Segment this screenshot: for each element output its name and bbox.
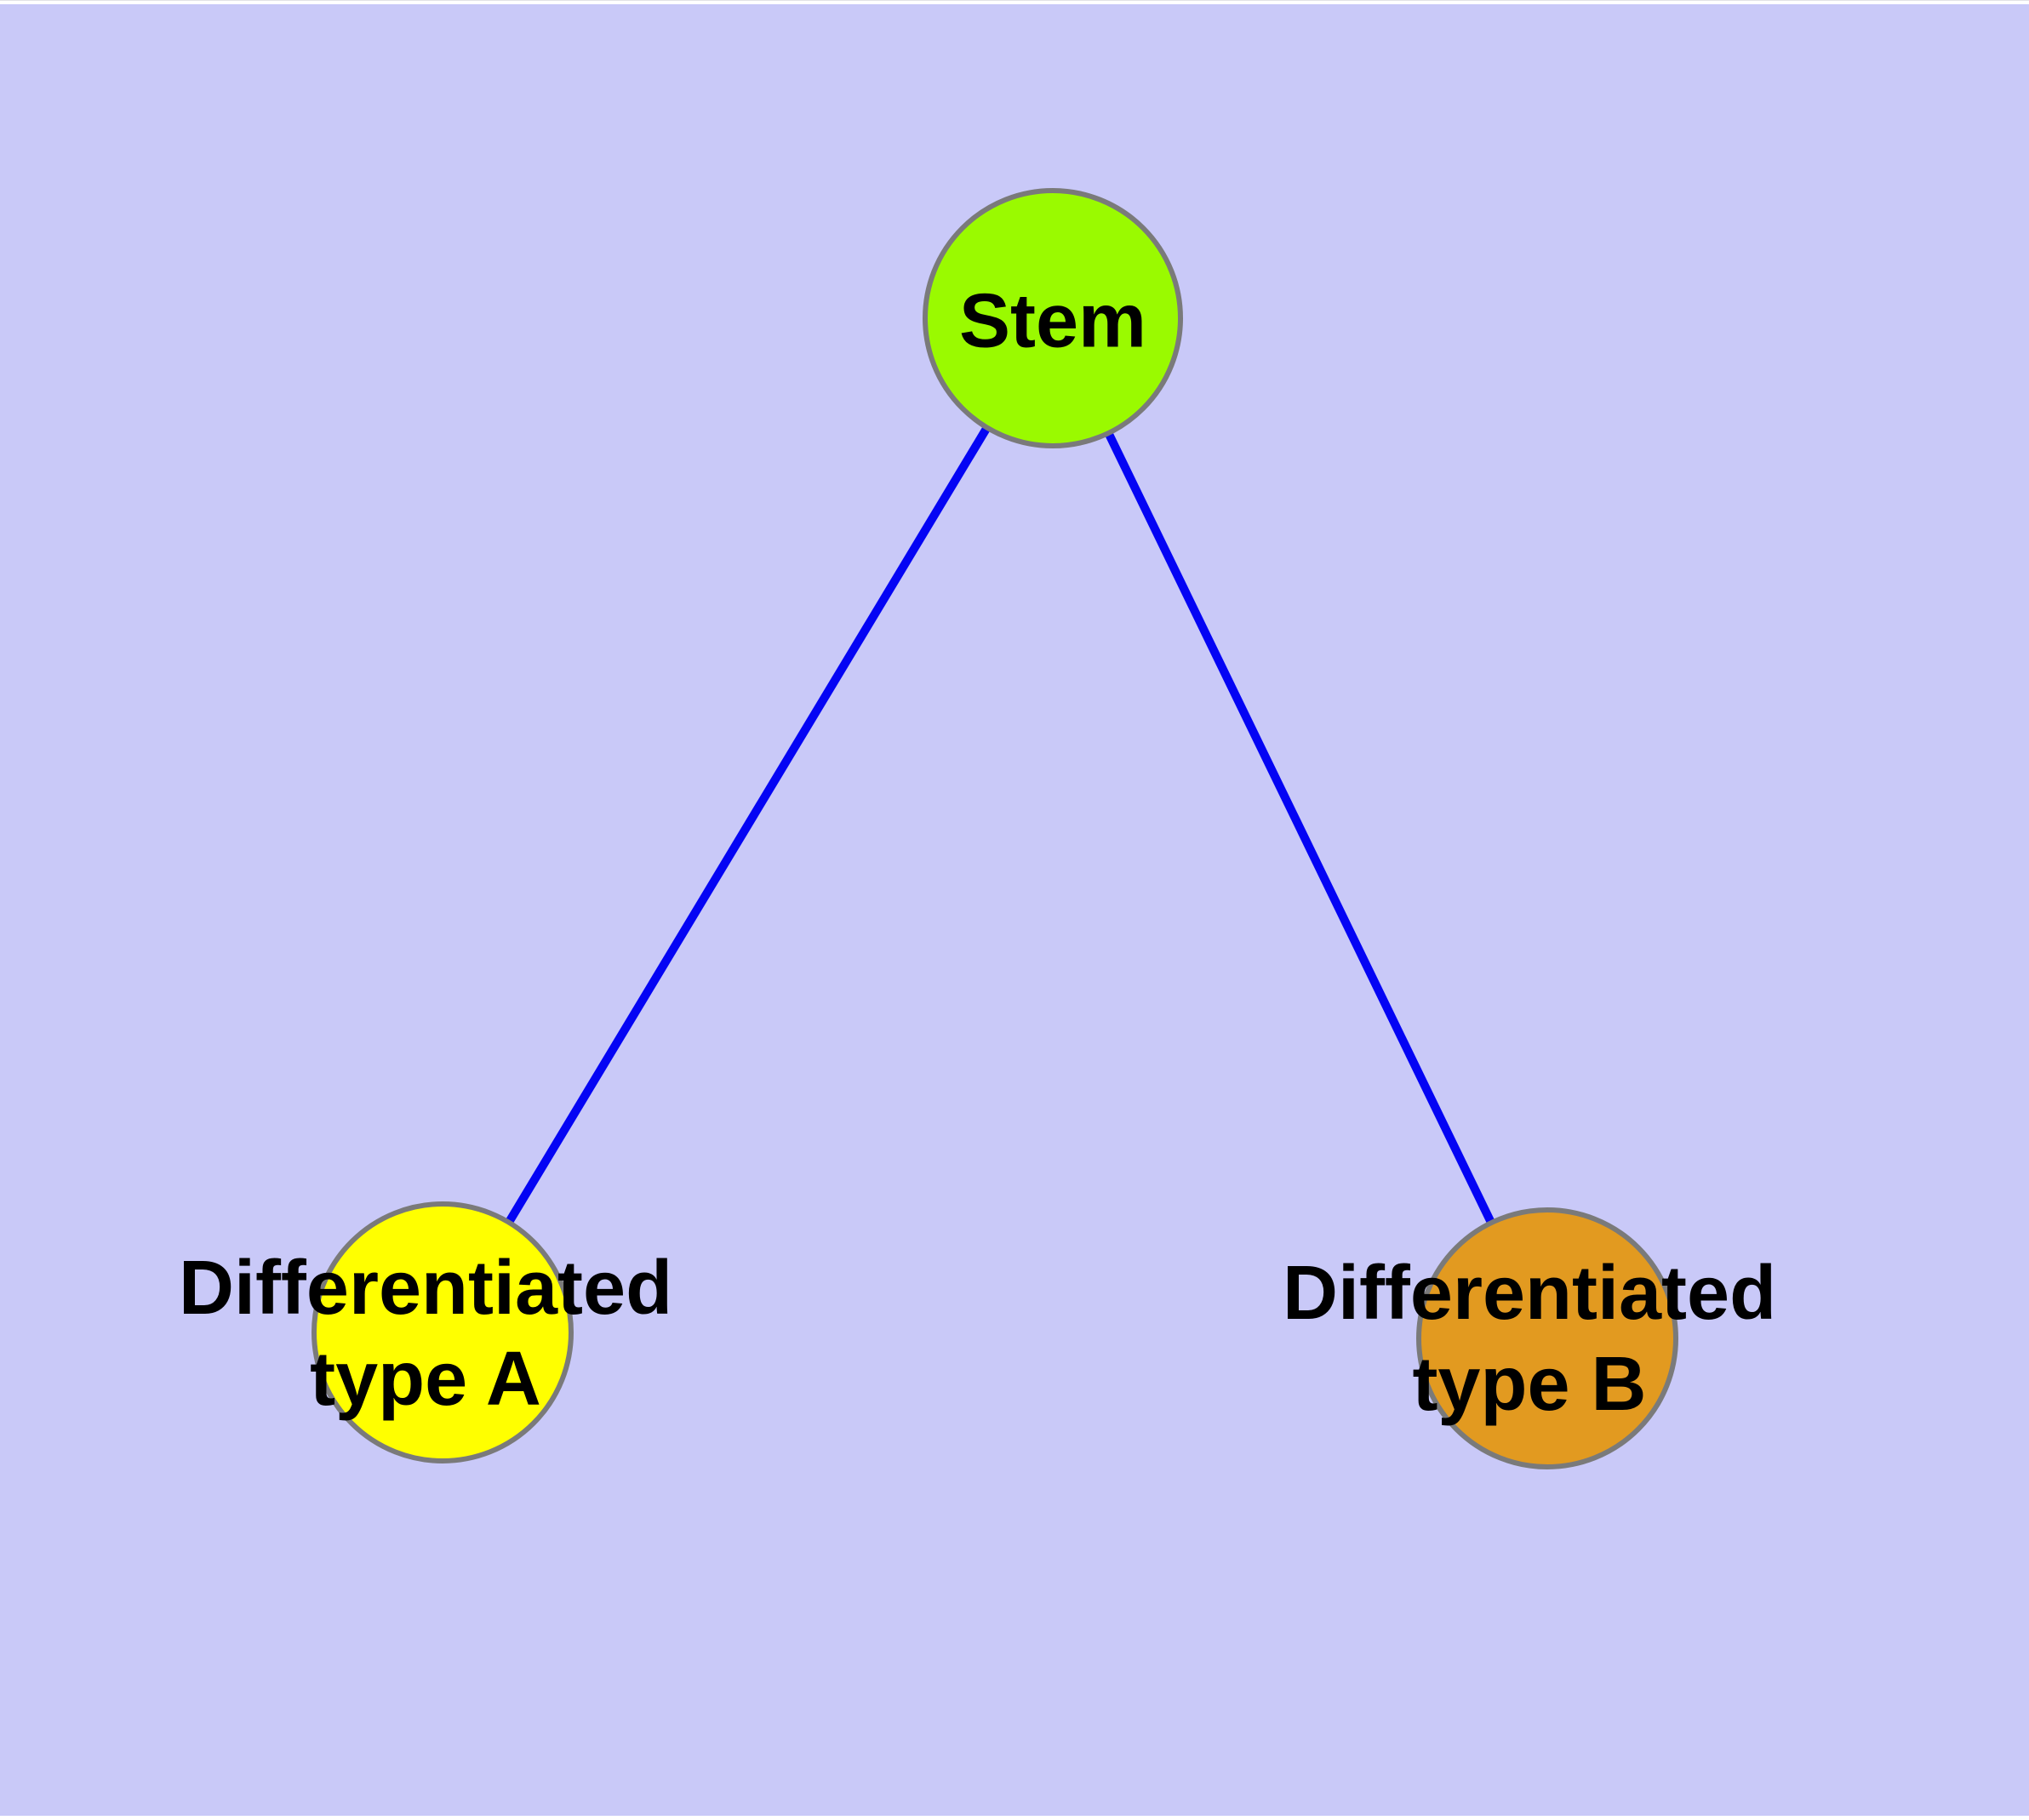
edge-stem-to-type-a: [438, 316, 1057, 1335]
node-label-differentiated-type-a: Differentiated type A: [178, 1246, 673, 1422]
node-differentiated-type-b: [1416, 1207, 1678, 1469]
node-label-differentiated-type-b: Differentiated type B: [1282, 1251, 1777, 1427]
edge-stem-to-type-b: [1049, 316, 1552, 1341]
node-label-stem: Stem: [958, 278, 1147, 364]
node-differentiated-type-a: [311, 1201, 574, 1463]
node-stem: [923, 188, 1183, 448]
